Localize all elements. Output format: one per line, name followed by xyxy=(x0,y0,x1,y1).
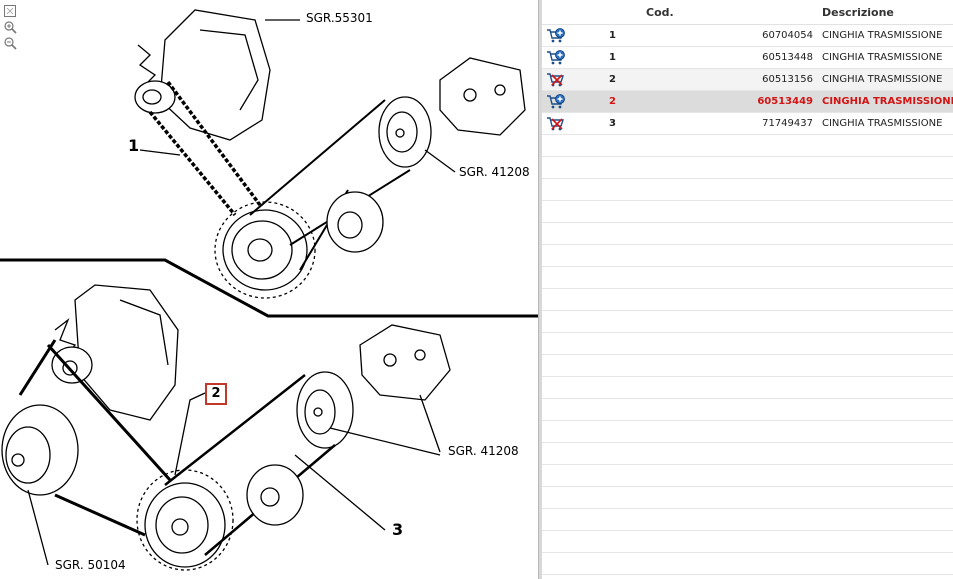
cart-add-icon[interactable] xyxy=(546,93,566,108)
empty-row xyxy=(542,266,953,289)
empty-cell xyxy=(542,420,953,443)
panel-splitter[interactable] xyxy=(538,0,542,579)
cart-disabled-icon[interactable] xyxy=(546,72,566,86)
empty-row xyxy=(542,200,953,223)
cart-add-icon[interactable] xyxy=(546,27,566,42)
row-code: 71749437 xyxy=(632,112,819,135)
empty-row xyxy=(542,464,953,487)
header-code[interactable]: Cod. xyxy=(632,0,819,25)
empty-cell xyxy=(542,332,953,355)
row-code: 60513449 xyxy=(632,90,819,113)
row-qty: 2 xyxy=(606,90,632,113)
row-cart-cell[interactable] xyxy=(542,24,606,47)
row-qty: 2 xyxy=(606,68,632,91)
empty-row xyxy=(542,530,953,553)
zoom-in-icon[interactable] xyxy=(3,20,17,34)
fit-to-window-icon[interactable] xyxy=(3,4,17,18)
header-description[interactable]: Descrizione xyxy=(819,0,953,25)
empty-cell xyxy=(542,442,953,465)
zoom-toolbar xyxy=(3,4,19,52)
exploded-diagram[interactable]: SGR.55301 SGR. 41208 1 2 SGR. 41208 3 SG… xyxy=(0,0,538,579)
top-view xyxy=(134,9,526,299)
empty-cell xyxy=(542,486,953,509)
row-code: 60704054 xyxy=(632,24,819,47)
header-qty xyxy=(606,0,632,25)
row-description: CINGHIA TRASMISSIONE xyxy=(819,24,953,47)
empty-row xyxy=(542,552,953,575)
row-cart-cell[interactable] xyxy=(542,112,606,135)
empty-row xyxy=(542,244,953,267)
empty-cell xyxy=(542,266,953,289)
empty-cell xyxy=(542,530,953,553)
row-qty: 1 xyxy=(606,24,632,47)
empty-cell xyxy=(542,354,953,377)
zoom-out-icon[interactable] xyxy=(3,36,17,50)
empty-cell xyxy=(542,376,953,399)
callout-3[interactable]: 3 xyxy=(392,520,404,539)
callout-2[interactable]: 2 xyxy=(205,383,227,405)
empty-row xyxy=(542,376,953,399)
empty-row xyxy=(542,134,953,157)
row-code: 60513448 xyxy=(632,46,819,69)
table-header-row: Cod. Descrizione xyxy=(542,0,953,25)
row-description: CINGHIA TRASMISSIONE xyxy=(819,68,953,91)
empty-row xyxy=(542,156,953,179)
empty-cell xyxy=(542,134,953,157)
cart-disabled-icon[interactable] xyxy=(546,116,566,130)
empty-row xyxy=(542,508,953,531)
row-description: CINGHIA TRASMISSIONE xyxy=(819,112,953,135)
empty-row xyxy=(542,486,953,509)
empty-row xyxy=(542,332,953,355)
label-sgr-pump-top: SGR. 41208 xyxy=(459,165,530,179)
empty-row xyxy=(542,222,953,245)
row-description: CINGHIA TRASMISSIONE xyxy=(819,46,953,69)
empty-row xyxy=(542,398,953,421)
empty-cell xyxy=(542,552,953,575)
empty-cell xyxy=(542,244,953,267)
row-description: CINGHIA TRASMISSIONE xyxy=(819,90,953,113)
empty-row xyxy=(542,288,953,311)
callout-1[interactable]: 1 xyxy=(128,136,140,155)
empty-row xyxy=(542,178,953,201)
empty-cell xyxy=(542,508,953,531)
row-cart-cell[interactable] xyxy=(542,46,606,69)
row-cart-cell[interactable] xyxy=(542,68,606,91)
empty-cell xyxy=(542,222,953,245)
header-icon xyxy=(542,0,606,25)
empty-row xyxy=(542,442,953,465)
row-qty: 1 xyxy=(606,46,632,69)
label-sgr-pulley-bottom: SGR. 50104 xyxy=(55,558,126,572)
bottom-view xyxy=(1,284,451,571)
view-separator xyxy=(0,258,538,318)
empty-row xyxy=(542,310,953,333)
empty-cell xyxy=(542,310,953,333)
label-sgr-alternator-top: SGR.55301 xyxy=(306,11,373,25)
row-qty: 3 xyxy=(606,112,632,135)
empty-cell xyxy=(542,200,953,223)
empty-cell xyxy=(542,398,953,421)
row-code: 60513156 xyxy=(632,68,819,91)
empty-row xyxy=(542,420,953,443)
empty-cell xyxy=(542,156,953,179)
cart-add-icon[interactable] xyxy=(546,49,566,64)
empty-cell xyxy=(542,178,953,201)
label-sgr-pump-bottom: SGR. 41208 xyxy=(448,444,519,458)
belt-drive-drawing xyxy=(0,9,538,571)
empty-cell xyxy=(542,288,953,311)
empty-cell xyxy=(542,464,953,487)
row-cart-cell[interactable] xyxy=(542,90,606,113)
empty-row xyxy=(542,354,953,377)
